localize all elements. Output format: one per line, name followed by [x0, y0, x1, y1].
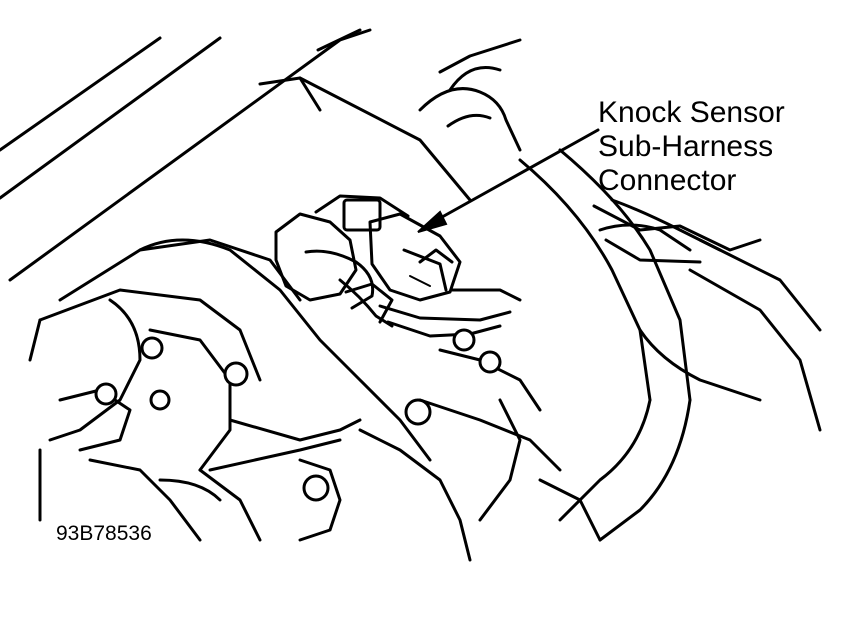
- bolts: [94, 328, 502, 502]
- callout-line-2: Sub-Harness: [598, 130, 774, 163]
- callout-line-3: Connector: [598, 164, 737, 197]
- callout-line-1: Knock Sensor: [598, 96, 785, 129]
- right-pipe: [518, 148, 822, 542]
- callout-arrow: [417, 128, 600, 233]
- panel-lines: [0, 28, 522, 282]
- callout-label: Knock Sensor Sub-Harness Connector: [598, 96, 785, 198]
- upper-hose: [418, 66, 522, 152]
- figure-id: 93B78536: [56, 522, 152, 545]
- bracket: [592, 204, 762, 264]
- engine-block: [28, 238, 602, 562]
- connector-assembly: [274, 194, 522, 338]
